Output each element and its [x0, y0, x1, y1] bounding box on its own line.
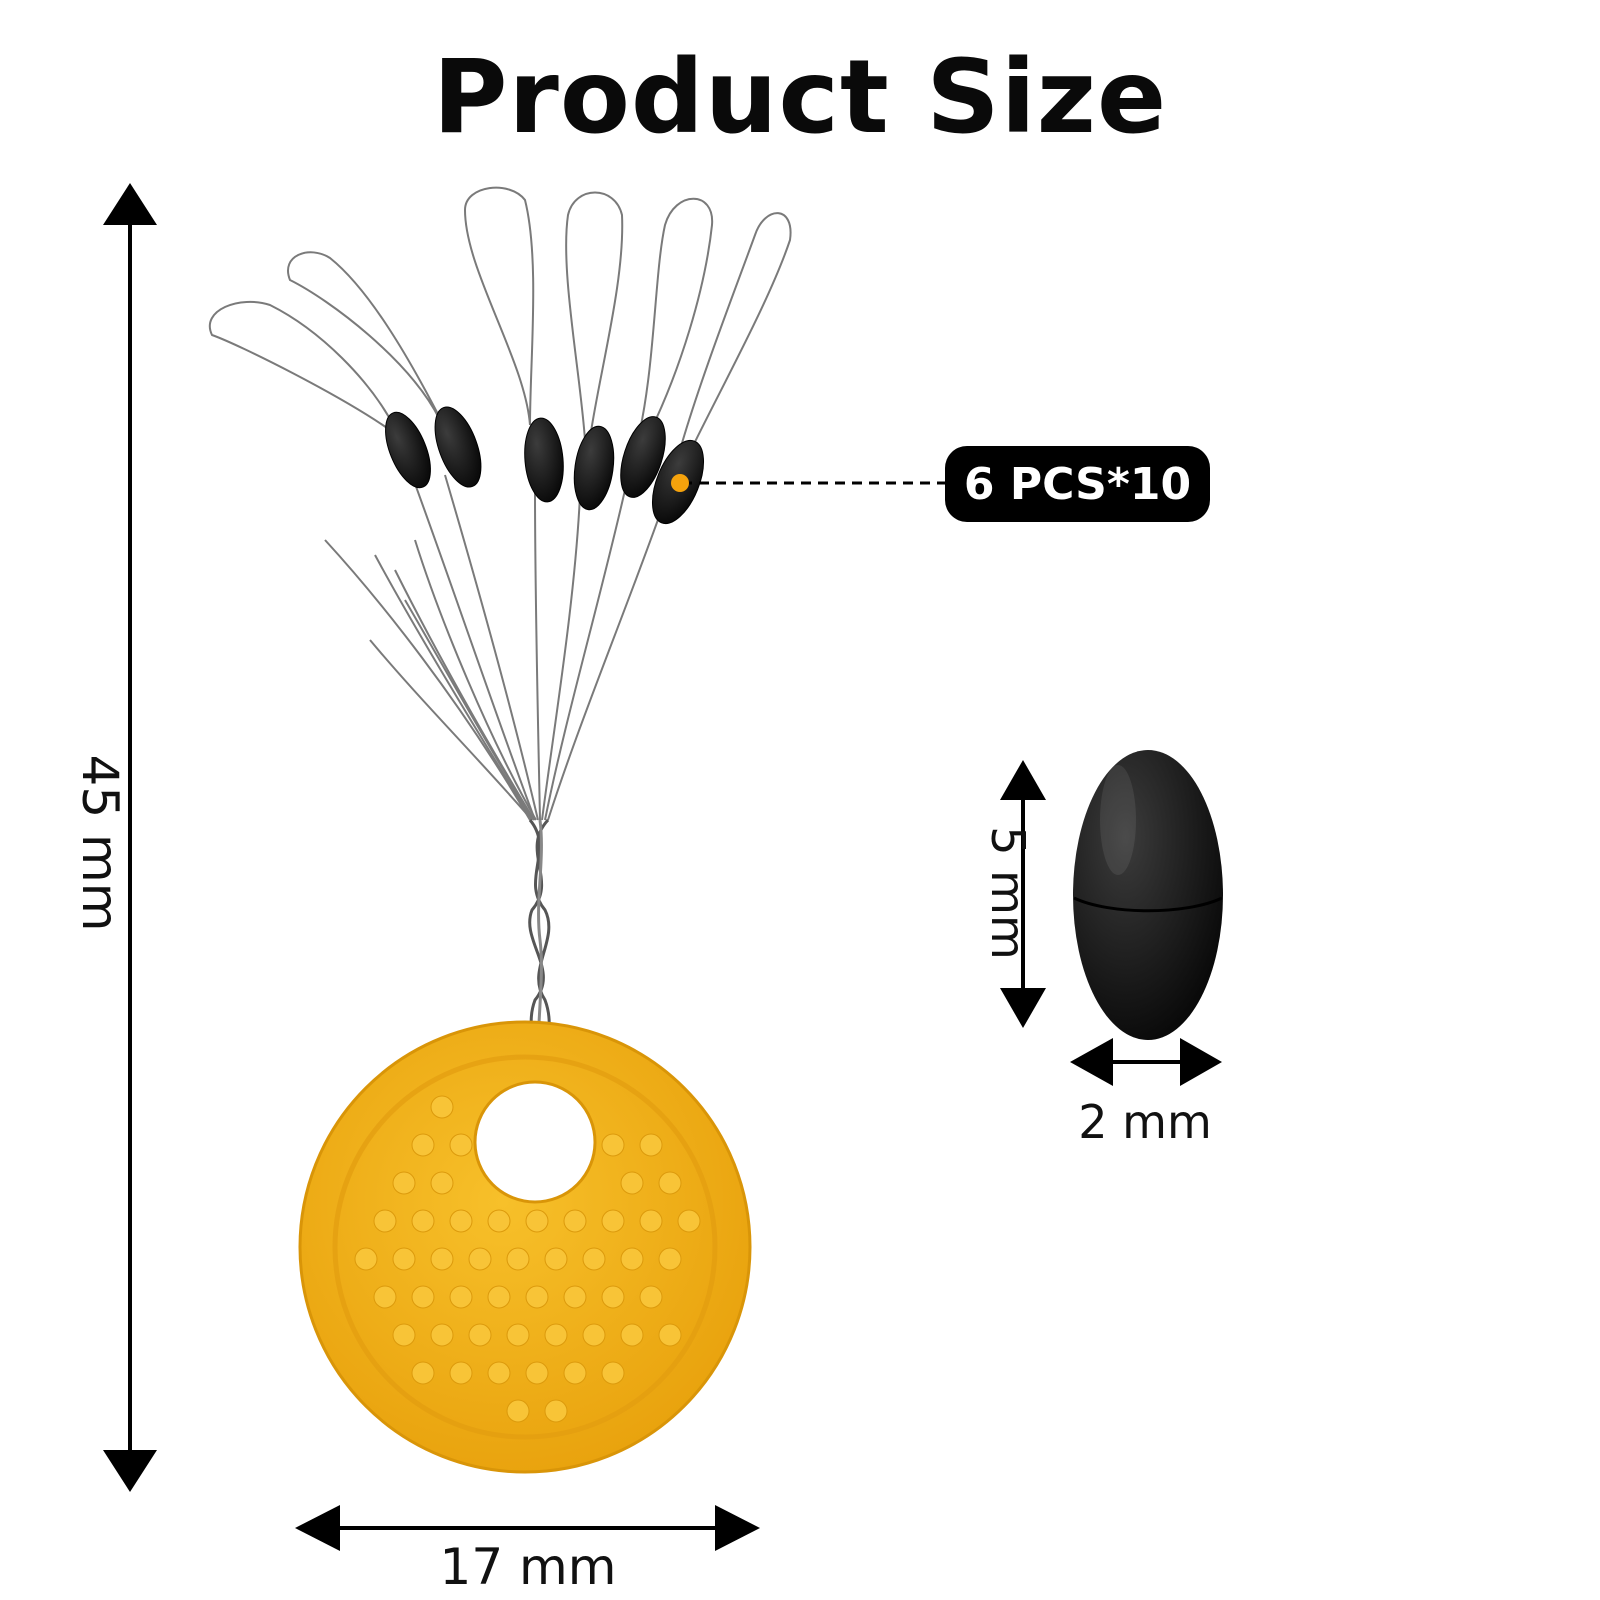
single-bead-detail	[1073, 750, 1223, 1040]
disc-dimple	[392, 1247, 416, 1271]
disc-dimple	[449, 1209, 473, 1233]
disc-dimple	[544, 1247, 568, 1271]
quantity-badge: 6 PCS*10	[945, 446, 1210, 522]
disc-dimple	[506, 1323, 530, 1347]
disc-dimple	[658, 1323, 682, 1347]
disc-dimple	[430, 1323, 454, 1347]
disc-dimple	[392, 1323, 416, 1347]
disc-dimple	[582, 1247, 606, 1271]
disc-dimple	[525, 1209, 549, 1233]
disc-dimple	[373, 1209, 397, 1233]
bead-height-arrow	[1000, 760, 1046, 1028]
disc-dimple	[487, 1285, 511, 1309]
disc-dimple	[563, 1285, 587, 1309]
disc-dimple	[601, 1133, 625, 1157]
disc-dimple	[620, 1171, 644, 1195]
disc-dimple	[544, 1399, 568, 1423]
disc-dimple	[639, 1285, 663, 1309]
disc-dimple	[544, 1323, 568, 1347]
bead-width-label: 2 mm	[1078, 1095, 1212, 1149]
disc-dimple	[677, 1209, 701, 1233]
disc-dimple	[411, 1133, 435, 1157]
disc-dimple	[392, 1171, 416, 1195]
disc-dimple	[639, 1209, 663, 1233]
disc-dimple	[601, 1361, 625, 1385]
disc-dimple	[430, 1247, 454, 1271]
disc-dimple	[658, 1171, 682, 1195]
disc-dimple	[506, 1399, 530, 1423]
height-dimension-label: 45 mm	[71, 754, 129, 932]
disc-dimple	[639, 1133, 663, 1157]
bead-height-label: 5 mm	[981, 826, 1035, 960]
disc-dimple	[449, 1133, 473, 1157]
disc-dimple	[601, 1285, 625, 1309]
disc-dimple	[449, 1285, 473, 1309]
disc-dimple	[582, 1323, 606, 1347]
disc-dimple	[563, 1209, 587, 1233]
disc-dimple	[525, 1285, 549, 1309]
width-dimension-arrow	[295, 1505, 760, 1551]
disc-dimple	[563, 1361, 587, 1385]
disc-dimple	[620, 1323, 644, 1347]
disc-dimple	[373, 1285, 397, 1309]
disc-dimple	[468, 1247, 492, 1271]
disc-dimple	[506, 1247, 530, 1271]
disc-dimple	[601, 1209, 625, 1233]
disc-dimple	[411, 1361, 435, 1385]
disc-dimple	[354, 1247, 378, 1271]
disc-dimple	[487, 1361, 511, 1385]
disc-dimple	[430, 1095, 454, 1119]
quantity-callout	[671, 474, 945, 492]
page-title: Product Size	[432, 38, 1168, 157]
disc-dimple	[620, 1247, 644, 1271]
disc-dimple	[411, 1209, 435, 1233]
disc-dimple	[449, 1361, 473, 1385]
disc-dimple	[411, 1285, 435, 1309]
rig-beads	[385, 406, 705, 525]
bead-width-arrow	[1070, 1038, 1222, 1086]
stopper-wires	[208, 186, 792, 821]
disc-dimple	[525, 1361, 549, 1385]
height-dimension-arrow	[103, 183, 157, 1492]
disc-dimple	[487, 1209, 511, 1233]
disc-dimple	[468, 1323, 492, 1347]
disc-dimple	[658, 1247, 682, 1271]
width-dimension-label: 17 mm	[439, 1538, 617, 1596]
stopper-disc	[298, 1020, 752, 1474]
disc-dimple	[430, 1171, 454, 1195]
